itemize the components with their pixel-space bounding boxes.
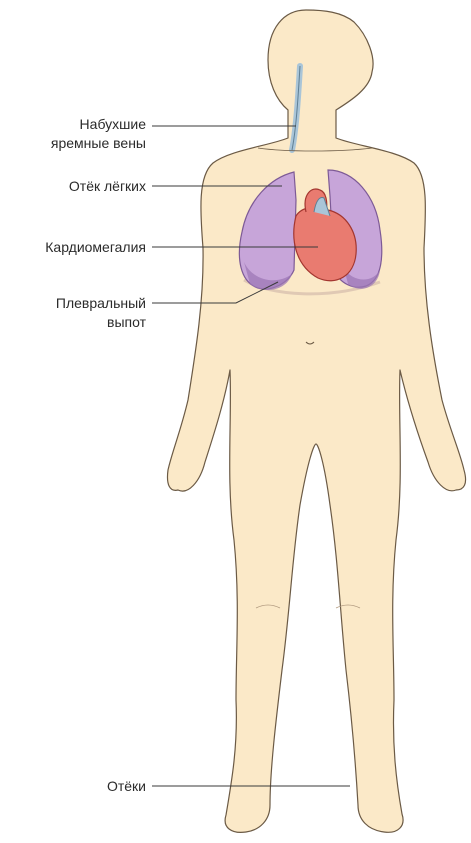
label-jugular-line1: Набухшие <box>10 115 146 134</box>
label-cardiomegaly: Кардиомегалия <box>0 238 146 257</box>
label-effusion-line1: Плевральный <box>10 294 146 313</box>
label-edema-text: Отёки <box>10 777 146 796</box>
label-edema: Отёки <box>10 777 146 796</box>
label-effusion-line2: выпот <box>10 313 146 332</box>
label-cardiomegaly-text: Кардиомегалия <box>0 238 146 257</box>
label-pleural-effusion: Плевральный выпот <box>10 294 146 332</box>
label-jugular-veins: Набухшие яремные вены <box>10 115 146 153</box>
label-lung-edema: Отёк лёгких <box>10 177 146 196</box>
label-jugular-line2: яремные вены <box>10 134 146 153</box>
label-lung-edema-text: Отёк лёгких <box>10 177 146 196</box>
body-silhouette <box>167 10 465 832</box>
